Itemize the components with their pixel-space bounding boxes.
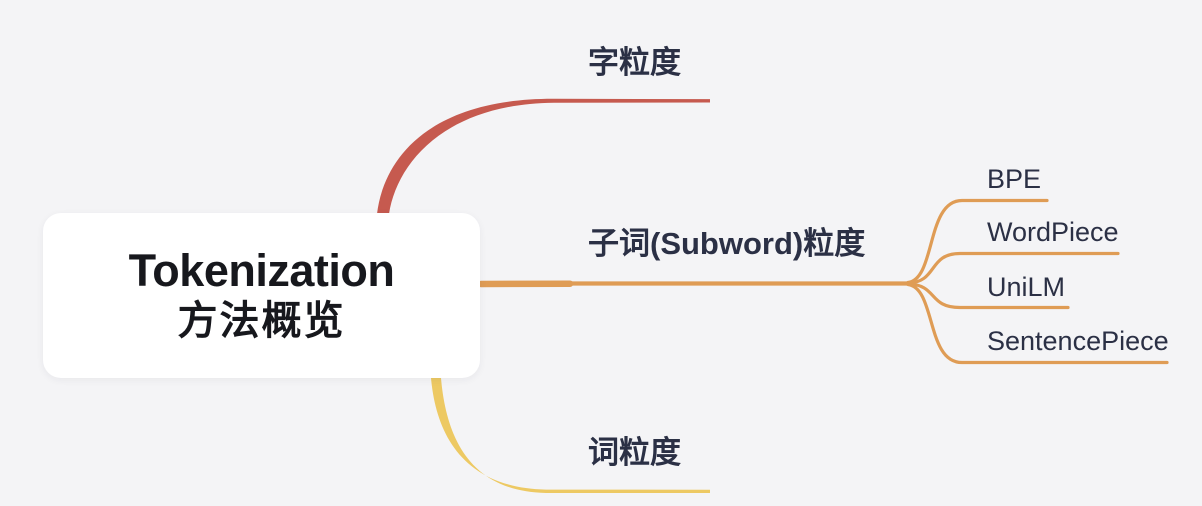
sub-label-sentencepiece[interactable]: SentencePiece — [987, 326, 1169, 356]
branch-label-subword-granularity[interactable]: 子词(Subword)粒度 — [588, 226, 866, 261]
root-node-subtitle: 方法概览 — [177, 299, 346, 344]
sub-label-bpe[interactable]: BPE — [987, 164, 1042, 194]
root-node[interactable]: Tokenization 方法概览 — [43, 213, 480, 378]
branch-label-word-granularity[interactable]: 词粒度 — [588, 435, 681, 470]
root-node-title: Tokenization — [128, 244, 395, 296]
branch-line-char-granularity — [377, 98, 710, 214]
sub-label-wordpiece[interactable]: WordPiece — [987, 217, 1119, 247]
sub-label-unilm[interactable]: UniLM — [987, 272, 1066, 302]
branch-label-char-granularity[interactable]: 字粒度 — [588, 45, 681, 80]
